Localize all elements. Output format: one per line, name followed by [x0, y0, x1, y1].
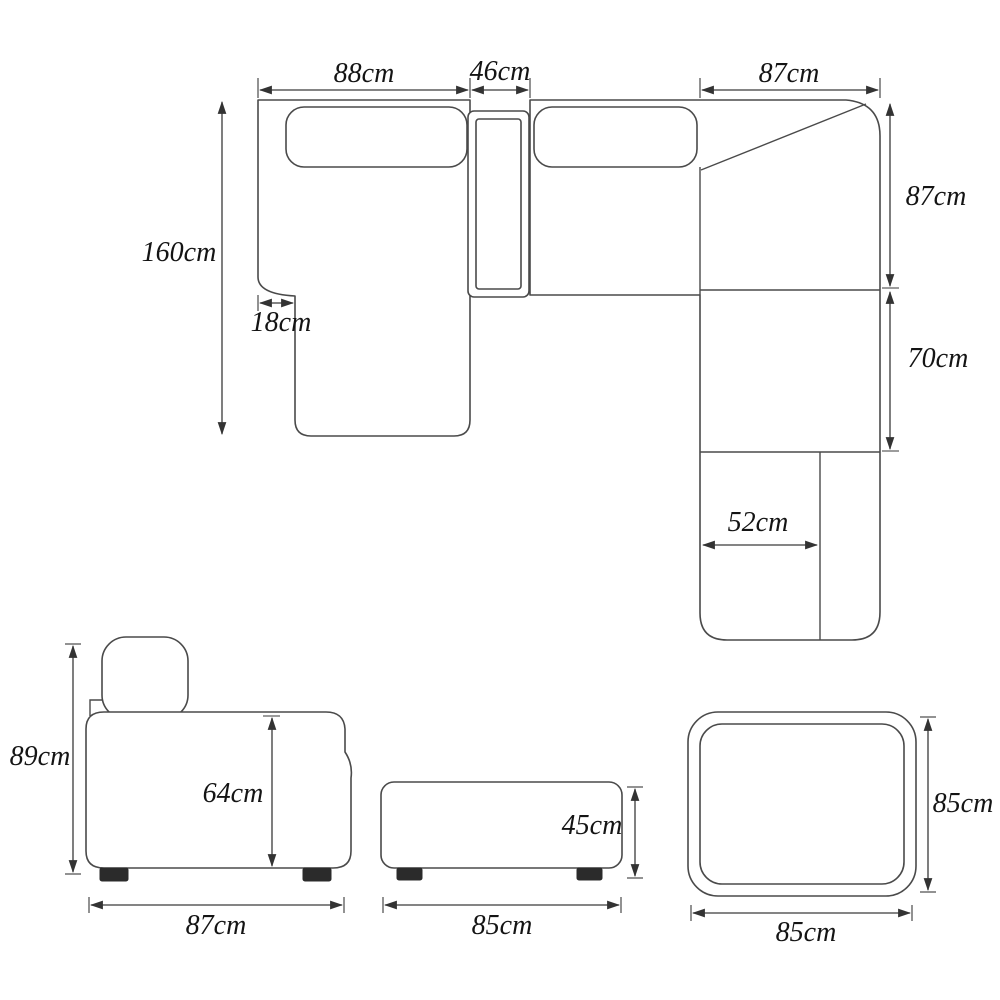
side-view-ottoman: [380, 781, 623, 881]
ottoman-height-label: 45cm: [562, 810, 623, 841]
center-armrest-inner: [475, 118, 522, 290]
seat-back-height-label: 64cm: [203, 778, 264, 809]
side-total-width-label: 87cm: [186, 910, 247, 941]
right-mid-depth-label: 70cm: [908, 343, 969, 374]
side-body-outline: [85, 711, 353, 869]
ottoman-foot-right: [576, 867, 603, 881]
corner-diagonal-seam: [700, 103, 867, 171]
side-foot-left: [99, 867, 129, 882]
armrest-depth-label: 18cm: [251, 307, 312, 338]
corner-top-width-label: 87cm: [759, 58, 820, 89]
side-total-height-label: 89cm: [10, 741, 71, 772]
side-view-sofa: [85, 636, 353, 882]
ottoman-body: [380, 781, 623, 869]
top-view-sectional: [257, 99, 881, 641]
right-upper-depth-label: 87cm: [906, 181, 967, 212]
dimension-labels: 88cm 46cm 87cm 160cm 18cm 87cm 70cm 52cm…: [10, 56, 994, 948]
armrest-width-label: 46cm: [470, 56, 531, 87]
top-view-table: [687, 711, 917, 897]
dimension-arrows: [65, 78, 936, 921]
table-height-label: 85cm: [933, 788, 994, 819]
end-seat-width-label: 52cm: [728, 507, 789, 538]
side-foot-right: [302, 867, 332, 882]
ottoman-foot-left: [396, 867, 423, 881]
chaise-backrest-cushion: [285, 106, 468, 168]
corner-sofa-outline: [529, 99, 881, 641]
chaise-outline: [257, 99, 471, 437]
ottoman-width-label: 85cm: [472, 910, 533, 941]
sofa-backrest-cushion: [533, 106, 698, 168]
side-back-frame: [89, 699, 102, 716]
table-inner: [699, 723, 905, 885]
chaise-length-label: 160cm: [142, 237, 217, 268]
side-back-cushion: [101, 636, 189, 720]
table-width-label: 85cm: [776, 917, 837, 948]
chaise-width-label: 88cm: [334, 58, 395, 89]
